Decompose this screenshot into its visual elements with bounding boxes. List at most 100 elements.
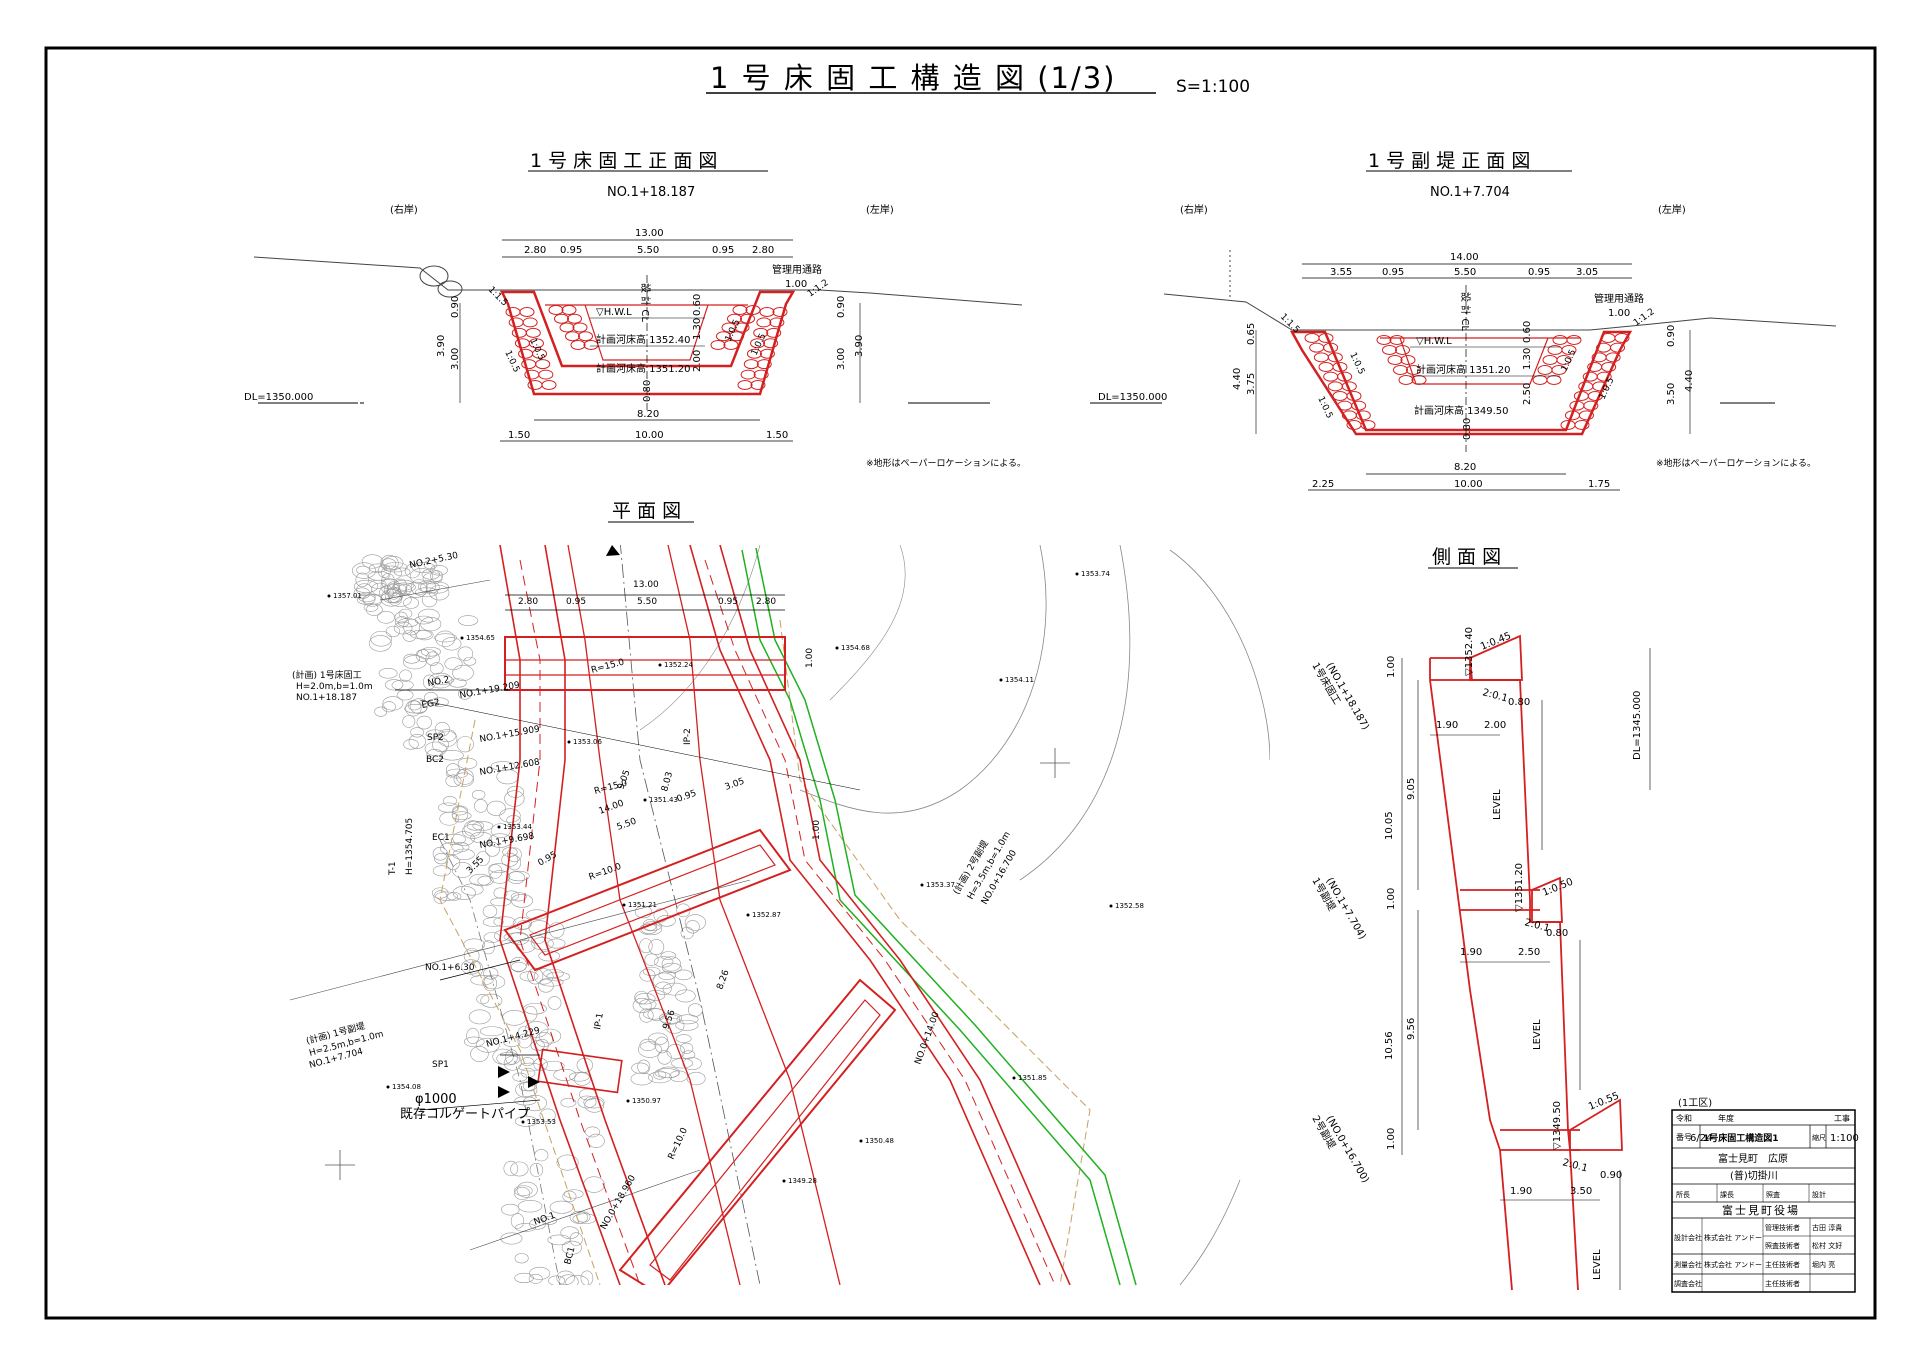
plan-label: NO.1+15.909 bbox=[479, 724, 541, 745]
riverbed-stone bbox=[380, 591, 403, 607]
sub-vertical-dim-label: 0.65 bbox=[1246, 323, 1257, 345]
front-top-dim: 5.50 bbox=[637, 245, 659, 256]
front-elevation-view: 1 号 床 固 工 正 面 図 NO.1+18.187 (右岸) (左岸) 13… bbox=[244, 150, 1026, 469]
plan-label: 0.95 bbox=[676, 789, 698, 805]
riverbed-stone bbox=[660, 951, 677, 960]
riverbed-stone bbox=[563, 1189, 584, 1199]
riverbed-stone bbox=[394, 567, 411, 577]
elevation-point bbox=[327, 594, 331, 598]
riverbed-stone bbox=[463, 947, 480, 964]
plan-dam-1 bbox=[504, 636, 786, 691]
gabion-stone bbox=[519, 307, 535, 317]
plan-label: 5.50 bbox=[637, 597, 657, 607]
tb-year-label: 年度 bbox=[1718, 1113, 1734, 1123]
riverbed-stone bbox=[516, 1181, 538, 1198]
plan-label: 8.26 bbox=[715, 969, 731, 992]
riverbed-stone bbox=[439, 811, 459, 826]
riverbed-stone bbox=[356, 565, 370, 575]
riverbed-stone bbox=[458, 615, 479, 626]
front-cl-label: 設 計 CL bbox=[639, 283, 652, 322]
gabion-stone bbox=[756, 359, 772, 370]
tb-check-label: 照査技術者 bbox=[1765, 1241, 1800, 1250]
riverbed-stone bbox=[437, 802, 459, 813]
riverbed-stone bbox=[657, 1050, 672, 1065]
plan-label: 1350.48 bbox=[865, 1137, 894, 1145]
gabion-stone bbox=[1400, 355, 1416, 365]
riverbed-stone bbox=[531, 937, 554, 951]
tb-survey-co: 株式会社 アンドー bbox=[1704, 1260, 1762, 1269]
plan-contour-dashed bbox=[779, 619, 1091, 1285]
gabion-stone bbox=[716, 331, 731, 342]
riverbed-stone bbox=[639, 1008, 654, 1023]
sub-bed-2: 計画河床高 1349.50 bbox=[1414, 404, 1509, 417]
plan-label: 14.00 bbox=[598, 799, 626, 817]
riverbed-stone bbox=[631, 1062, 649, 1074]
riverbed-stone bbox=[370, 630, 392, 647]
plan-label: R=10.0 bbox=[667, 1126, 690, 1161]
plan-cross-line bbox=[379, 579, 491, 601]
gabion-stone bbox=[1596, 342, 1612, 353]
riverbed-stone bbox=[452, 805, 468, 816]
riverbed-stone bbox=[385, 625, 401, 638]
side-label: 1.90 bbox=[1460, 947, 1482, 958]
riverbed-stone bbox=[380, 578, 400, 595]
tb-survey-co-label: 測量会社 bbox=[1674, 1260, 1702, 1269]
front-slope-label: 1:1.5 bbox=[486, 285, 509, 308]
front-top-dim: 2.80 bbox=[752, 245, 774, 256]
riverbed-stone bbox=[680, 1042, 694, 1054]
riverbed-stone bbox=[384, 679, 404, 691]
gabion-stone bbox=[1318, 362, 1334, 372]
riverbed-stone bbox=[500, 1232, 523, 1245]
riverbed-stone bbox=[547, 996, 562, 1010]
riverbed-stone bbox=[556, 1270, 575, 1285]
gabion-stone bbox=[578, 331, 593, 342]
gabion-stone bbox=[759, 307, 775, 317]
sub-path-width: 1.00 bbox=[1608, 308, 1630, 319]
riverbed-stone bbox=[447, 892, 462, 901]
plan-arrow bbox=[498, 1086, 510, 1098]
riverbed-stone bbox=[392, 582, 416, 593]
plan-label: EC1 bbox=[432, 833, 450, 843]
riverbed-stone bbox=[538, 979, 554, 993]
sub-terrain-line bbox=[1163, 293, 1837, 331]
side-dam-sub-2-head bbox=[1569, 1098, 1623, 1151]
riverbed-stone bbox=[403, 739, 419, 750]
riverbed-stone bbox=[682, 1057, 702, 1071]
riverbed-stone bbox=[562, 1190, 577, 1203]
riverbed-stone bbox=[451, 842, 470, 853]
plan-contour bbox=[1019, 545, 1131, 881]
riverbed-stone bbox=[547, 1234, 571, 1246]
sub-bottom-dim: 10.00 bbox=[1454, 479, 1483, 490]
riverbed-stone bbox=[499, 808, 521, 823]
elevation-point bbox=[643, 798, 647, 802]
riverbed-stone bbox=[405, 581, 428, 598]
gabion-stone bbox=[559, 322, 575, 333]
gabion-stone bbox=[535, 359, 551, 370]
riverbed-stone bbox=[632, 997, 652, 1014]
riverbed-stone bbox=[382, 696, 404, 711]
gabion-stone bbox=[1387, 355, 1403, 365]
front-top-dim: 0.95 bbox=[712, 245, 734, 256]
front-bottom-dim: 10.00 bbox=[635, 430, 664, 441]
gabion-stone bbox=[1360, 420, 1376, 430]
riverbed-stone bbox=[514, 1186, 530, 1201]
plan-label: 1353.74 bbox=[1081, 570, 1110, 578]
riverbed-stone bbox=[490, 823, 511, 839]
riverbed-stone bbox=[475, 1037, 500, 1053]
riverbed-stone bbox=[493, 887, 508, 899]
riverbed-stone bbox=[416, 715, 432, 730]
gabion-stone bbox=[1337, 371, 1353, 382]
tb-scale-label: 縮尺 bbox=[1812, 1133, 1826, 1142]
tb-mgr-label: 管理技術者 bbox=[1765, 1223, 1800, 1232]
elevation-point bbox=[622, 903, 626, 907]
riverbed-stone bbox=[415, 629, 434, 641]
plan-label: IP-1 bbox=[593, 1012, 606, 1030]
side-view: 側 面 図 1号床固工(NO.1+18.187)1.0010.059.05▽13… bbox=[1309, 546, 1651, 1291]
front-slope-label: 1:0.5 bbox=[750, 332, 769, 357]
plan-dam-sub-2 bbox=[618, 978, 897, 1285]
sub-vertical-dim-label: 3.50 bbox=[1666, 383, 1677, 405]
riverbed-stone bbox=[380, 558, 397, 570]
plan-label: 1350.97 bbox=[632, 1097, 661, 1105]
front-boulder bbox=[437, 280, 463, 298]
front-vertical-dim-label: 0.90 bbox=[450, 296, 461, 318]
